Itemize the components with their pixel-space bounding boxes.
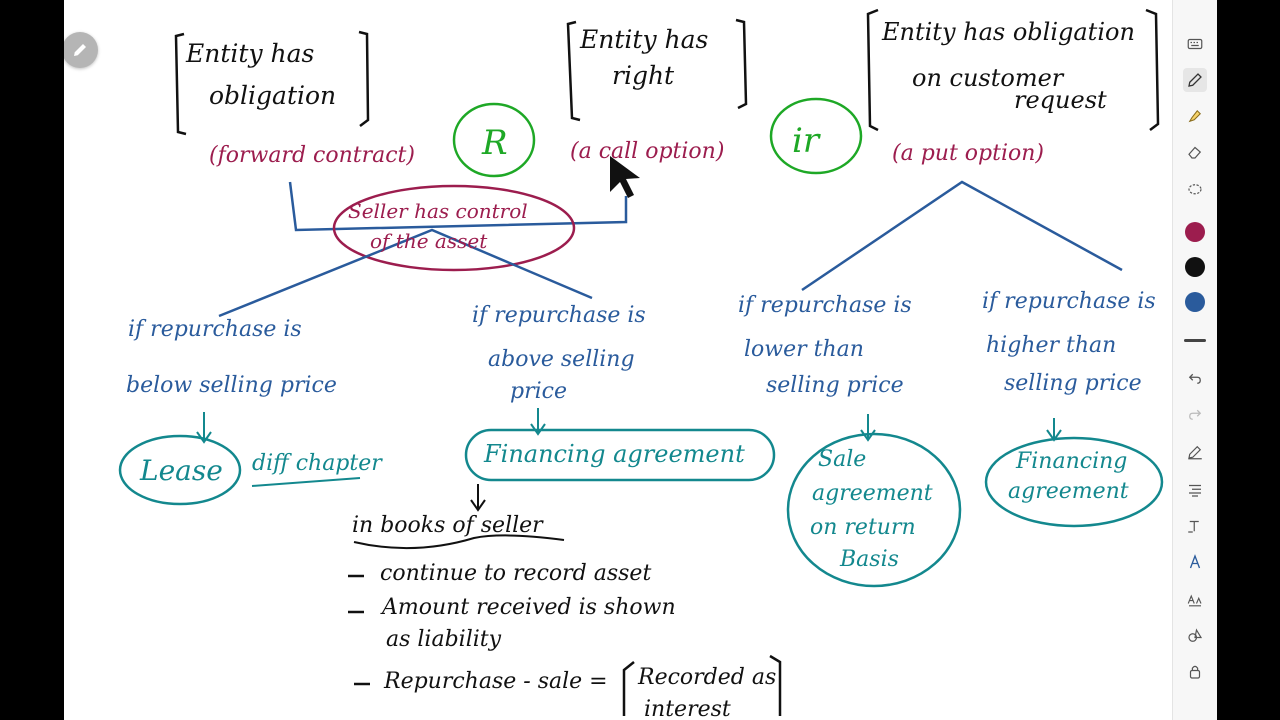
- bracket-left-close: [358, 30, 370, 127]
- arrow-lease: [196, 412, 212, 444]
- books-heading: in books of seller: [352, 513, 544, 538]
- b2-line3: price: [510, 379, 567, 404]
- color-red-swatch[interactable]: [1185, 222, 1205, 242]
- b2-line1: if repurchase is: [472, 303, 646, 328]
- b2-line2: above selling: [488, 347, 635, 372]
- b1-result: Lease: [139, 454, 223, 487]
- b4-line3: selling price: [1004, 371, 1142, 396]
- books-item1: continue to record asset: [380, 561, 651, 586]
- tm-note: (a call option): [570, 139, 724, 164]
- seller-line2: of the asset: [370, 229, 488, 253]
- interest-bracket-close: [769, 654, 782, 716]
- tree-right-lines: [801, 180, 1123, 292]
- pen-icon[interactable]: [1183, 68, 1207, 92]
- circle-ir-text: ir: [792, 121, 821, 161]
- right-toolbar: [1172, 0, 1217, 720]
- bracket-mid-open: [566, 20, 581, 122]
- edit-pen-icon[interactable]: [1183, 440, 1207, 464]
- arrow-sale: [860, 414, 876, 442]
- keyboard-icon[interactable]: [1183, 32, 1207, 56]
- pencil-icon: [74, 44, 86, 56]
- books-item2a: Amount received is shown: [380, 595, 676, 620]
- b4-line1: if repurchase is: [982, 289, 1156, 314]
- floating-pen-button[interactable]: [64, 32, 98, 68]
- toolbar-divider: [1184, 339, 1206, 342]
- text-format-icon[interactable]: [1183, 478, 1207, 502]
- b3-line3: selling price: [766, 373, 904, 398]
- b1-line2: below selling price: [126, 373, 337, 398]
- tl-line2: obligation: [209, 81, 336, 110]
- tm-line2: right: [612, 61, 675, 90]
- tr-note: (a put option): [892, 141, 1044, 166]
- circle-ir-ring: [769, 97, 863, 175]
- b3-result3: on return: [810, 515, 916, 540]
- books-item3: Repurchase - sale =: [383, 669, 608, 694]
- b3-line2: lower than: [744, 337, 864, 362]
- b1-line1: if repurchase is: [128, 317, 302, 342]
- tree-left-lines: [218, 228, 593, 318]
- bracket-right-close: [1145, 8, 1160, 131]
- books-item3r1: Recorded as: [637, 665, 776, 690]
- connector-line: [288, 181, 628, 232]
- bracket-right-open: [866, 8, 879, 132]
- text-size-icon[interactable]: [1183, 587, 1207, 611]
- financing-ring: [464, 428, 776, 482]
- bracket-mid-close: [735, 18, 748, 110]
- undo-icon[interactable]: [1183, 366, 1207, 390]
- redo-icon[interactable]: [1183, 402, 1207, 426]
- lasso-icon[interactable]: [1183, 178, 1207, 202]
- tl-line1: Entity has: [185, 39, 314, 68]
- text-tool-icon[interactable]: [1183, 514, 1207, 538]
- circle-r-ring: [452, 102, 536, 178]
- mouse-cursor: [610, 156, 640, 198]
- arrow-books: [470, 484, 486, 512]
- diff-chapter-underline: [251, 477, 361, 487]
- lease-ring: [118, 434, 242, 506]
- shapes-icon[interactable]: [1183, 624, 1207, 648]
- handwriting-layer: Entity has obligation (forward contract)…: [118, 8, 1164, 720]
- color-black-swatch[interactable]: [1185, 257, 1205, 277]
- arrow-financing: [530, 408, 546, 436]
- sale-ring: [786, 432, 962, 588]
- interest-bracket-open: [622, 661, 635, 716]
- b4-result2: agreement: [1008, 479, 1129, 504]
- circle-r-text: R: [481, 123, 508, 163]
- tm-line1: Entity has: [579, 25, 708, 54]
- seller-line1: Seller has control: [348, 199, 528, 223]
- tr-line1: Entity has obligation: [881, 18, 1135, 46]
- lock-icon[interactable]: [1183, 660, 1207, 684]
- b3-result4: Basis: [839, 547, 899, 572]
- b4-line2: higher than: [986, 333, 1116, 358]
- b1-side: diff chapter: [252, 451, 383, 476]
- highlighter-icon[interactable]: [1183, 104, 1207, 128]
- books-underline: [353, 534, 565, 550]
- financing-right-ring: [984, 436, 1164, 528]
- eraser-icon[interactable]: [1183, 140, 1207, 164]
- color-blue-swatch[interactable]: [1185, 292, 1205, 312]
- tl-note: (forward contract): [209, 143, 415, 168]
- bracket-left-open: [174, 32, 187, 136]
- books-item3r2: interest: [644, 697, 731, 720]
- tr-line3: request: [1014, 86, 1107, 114]
- b3-result2: agreement: [812, 481, 933, 506]
- text-style-icon[interactable]: [1183, 550, 1207, 574]
- note-canvas[interactable]: Entity has obligation (forward contract)…: [64, 0, 1172, 720]
- tr-line2: on customer: [912, 64, 1065, 92]
- arrow-financing-right: [1046, 418, 1062, 442]
- seller-control-ring: [332, 184, 576, 272]
- b4-result1: Financing: [1015, 449, 1127, 474]
- b3-result1: Sale: [818, 447, 866, 472]
- b2-result: Financing agreement: [483, 440, 745, 468]
- b3-line1: if repurchase is: [738, 293, 912, 318]
- books-item2b: as liability: [386, 627, 502, 652]
